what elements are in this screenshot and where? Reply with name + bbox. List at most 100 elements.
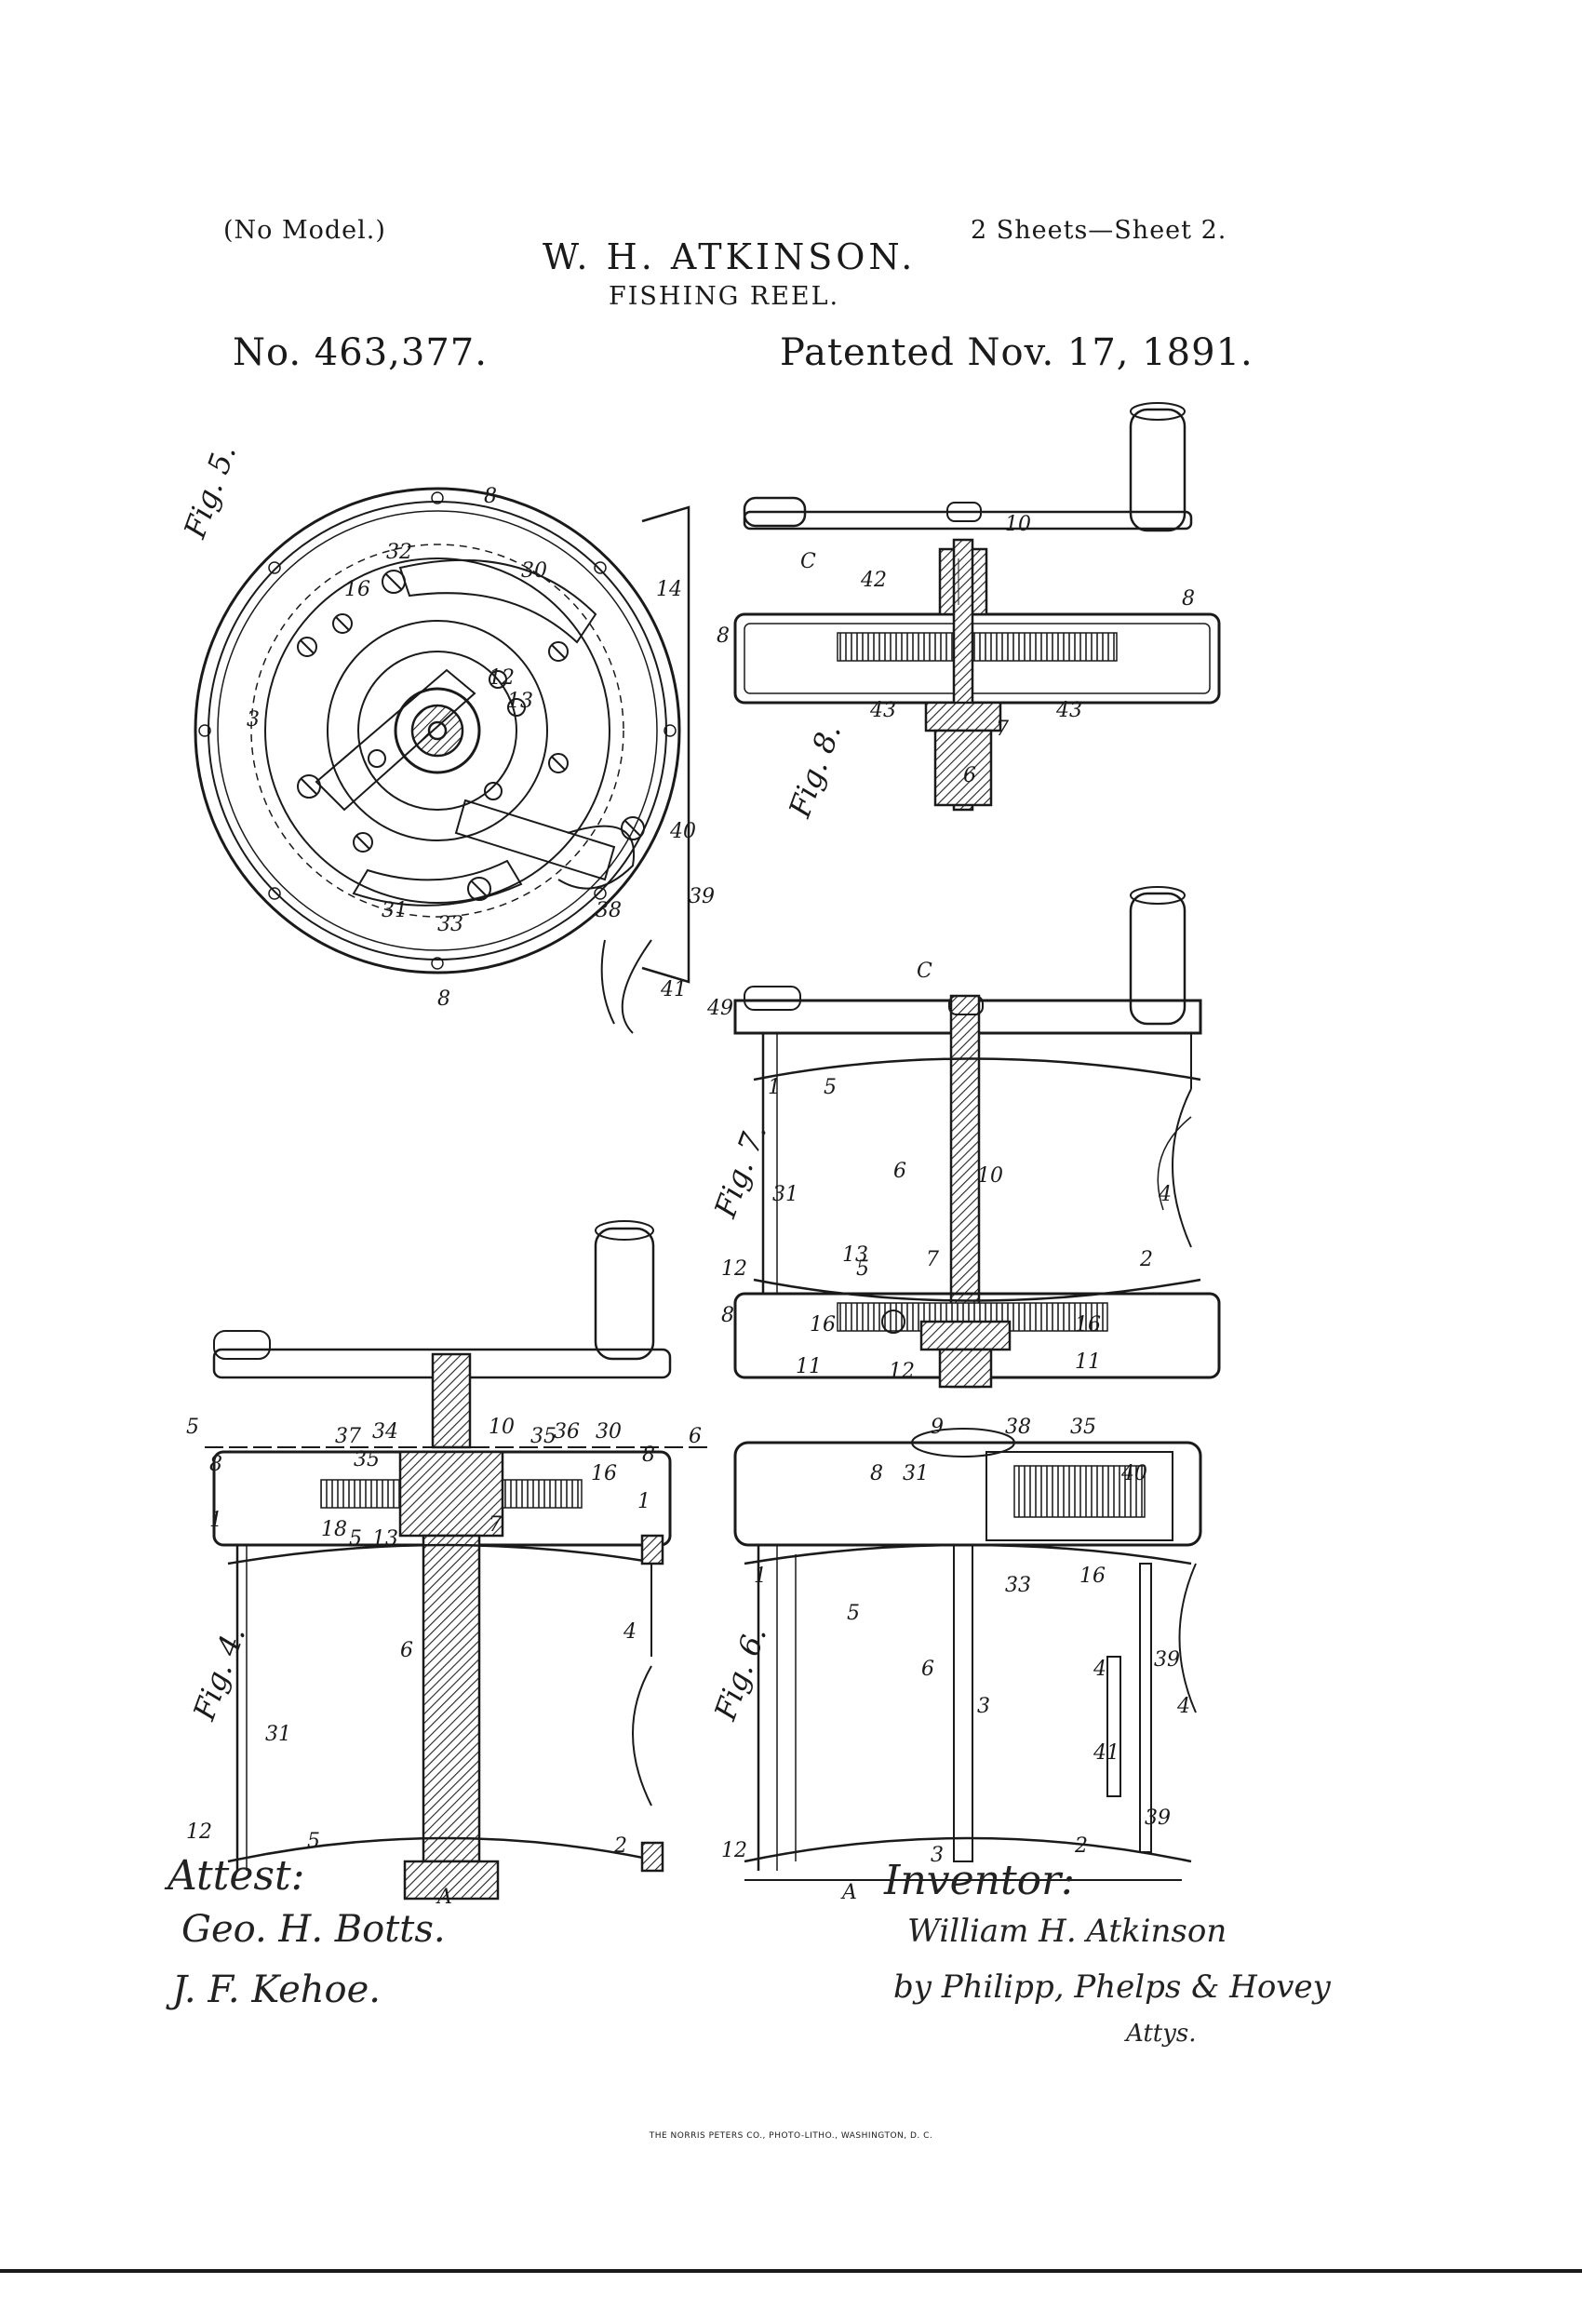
svg-text:38: 38 <box>1005 1416 1031 1439</box>
svg-text:31: 31 <box>382 899 408 922</box>
svg-text:5: 5 <box>856 1257 869 1281</box>
svg-text:6: 6 <box>893 1160 906 1183</box>
svg-text:8: 8 <box>721 1304 734 1327</box>
svg-text:A: A <box>840 1881 857 1904</box>
svg-text:5: 5 <box>847 1602 860 1625</box>
svg-text:5: 5 <box>307 1830 320 1853</box>
svg-text:6: 6 <box>689 1425 702 1448</box>
svg-text:32: 32 <box>386 541 412 564</box>
inventor-heading: W. H. ATKINSON. <box>543 236 917 277</box>
svg-text:2: 2 <box>1074 1834 1088 1858</box>
svg-text:42: 42 <box>860 569 887 592</box>
svg-text:35: 35 <box>1070 1416 1096 1439</box>
svg-text:11: 11 <box>796 1355 822 1378</box>
svg-text:41: 41 <box>1093 1741 1119 1765</box>
svg-text:31: 31 <box>265 1723 291 1746</box>
svg-text:30: 30 <box>521 559 547 583</box>
svg-text:4: 4 <box>623 1620 637 1644</box>
svg-text:34: 34 <box>372 1420 398 1444</box>
fig8-section <box>733 402 1221 812</box>
svg-text:8: 8 <box>1182 587 1195 611</box>
svg-text:43: 43 <box>1055 699 1082 722</box>
svg-text:8: 8 <box>870 1462 883 1485</box>
svg-text:12: 12 <box>186 1820 212 1844</box>
svg-text:38: 38 <box>596 899 622 922</box>
svg-text:35: 35 <box>530 1425 556 1448</box>
svg-text:13: 13 <box>842 1243 868 1267</box>
svg-text:1: 1 <box>209 1509 222 1532</box>
svg-text:5: 5 <box>349 1527 362 1551</box>
svg-text:40: 40 <box>669 820 696 843</box>
svg-text:16: 16 <box>344 578 370 601</box>
svg-text:12: 12 <box>721 1839 747 1862</box>
svg-text:4: 4 <box>1176 1695 1190 1718</box>
svg-text:18: 18 <box>321 1518 347 1541</box>
svg-text:11: 11 <box>1075 1350 1101 1374</box>
witness-signature-2: J. F. Kehoe. <box>172 1968 382 2011</box>
svg-text:10: 10 <box>1005 513 1031 536</box>
svg-text:35: 35 <box>354 1448 380 1471</box>
fig5-end-view <box>194 487 690 1034</box>
svg-text:13: 13 <box>372 1527 398 1551</box>
svg-text:1: 1 <box>637 1490 650 1513</box>
svg-text:16: 16 <box>1079 1565 1106 1588</box>
sheet-number: 2 Sheets—Sheet 2. <box>971 216 1227 245</box>
printer-credit: THE NORRIS PETERS CO., PHOTO-LITHO., WAS… <box>649 2131 933 2141</box>
witness-signature-1: Geo. H. Botts. <box>181 1908 446 1951</box>
svg-text:8: 8 <box>209 1453 222 1476</box>
inventor-label: Inventor: <box>884 1857 1075 1904</box>
svg-text:6: 6 <box>400 1639 413 1662</box>
svg-text:3: 3 <box>977 1695 990 1718</box>
svg-text:C: C <box>917 960 932 983</box>
svg-text:8: 8 <box>717 625 730 648</box>
svg-text:39: 39 <box>689 885 715 908</box>
svg-text:33: 33 <box>1005 1574 1031 1597</box>
svg-text:8: 8 <box>437 987 450 1011</box>
svg-text:9: 9 <box>931 1416 944 1439</box>
svg-text:3: 3 <box>931 1844 944 1867</box>
svg-text:8: 8 <box>642 1444 655 1467</box>
svg-text:43: 43 <box>869 699 896 722</box>
svg-text:8: 8 <box>484 485 497 508</box>
patent-number: No. 463,377. <box>233 331 488 374</box>
svg-text:16: 16 <box>810 1313 836 1337</box>
svg-text:1: 1 <box>754 1565 767 1588</box>
svg-text:A: A <box>436 1886 452 1909</box>
svg-text:C: C <box>800 550 816 573</box>
svg-text:49: 49 <box>706 997 733 1020</box>
svg-text:4: 4 <box>1093 1658 1106 1681</box>
svg-text:16: 16 <box>591 1462 617 1485</box>
svg-text:2: 2 <box>1139 1248 1153 1271</box>
fig6-view <box>733 1428 1202 1881</box>
svg-text:41: 41 <box>660 978 687 1001</box>
svg-text:12: 12 <box>889 1360 915 1383</box>
svg-text:10: 10 <box>977 1164 1003 1188</box>
svg-text:4: 4 <box>1158 1183 1172 1206</box>
svg-text:5: 5 <box>186 1416 199 1439</box>
svg-text:33: 33 <box>437 913 463 936</box>
attorneys-signature: by Philipp, Phelps & Hovey <box>893 1968 1331 2006</box>
svg-text:12: 12 <box>489 666 515 690</box>
inventor-signature: William H. Atkinson <box>907 1913 1227 1950</box>
svg-text:7: 7 <box>489 1513 502 1537</box>
svg-text:39: 39 <box>1145 1807 1171 1830</box>
svg-text:31: 31 <box>772 1183 798 1206</box>
svg-text:13: 13 <box>507 690 533 713</box>
svg-text:6: 6 <box>921 1658 934 1681</box>
no-model-note: (No Model.) <box>223 216 386 245</box>
fig4-section <box>205 1220 707 1901</box>
svg-text:30: 30 <box>596 1420 622 1444</box>
svg-text:16: 16 <box>1075 1313 1101 1337</box>
svg-text:3: 3 <box>247 708 260 732</box>
svg-text:37: 37 <box>335 1425 361 1448</box>
svg-text:36: 36 <box>554 1420 580 1444</box>
bottom-rule <box>0 2269 1582 2273</box>
svg-text:5: 5 <box>824 1076 837 1099</box>
svg-text:40: 40 <box>1120 1462 1147 1485</box>
svg-text:7: 7 <box>996 718 1009 741</box>
svg-text:14: 14 <box>656 578 682 601</box>
svg-text:1: 1 <box>768 1076 781 1099</box>
attorneys-label: Attys. <box>1126 2020 1197 2048</box>
fig7-section <box>733 886 1221 1389</box>
